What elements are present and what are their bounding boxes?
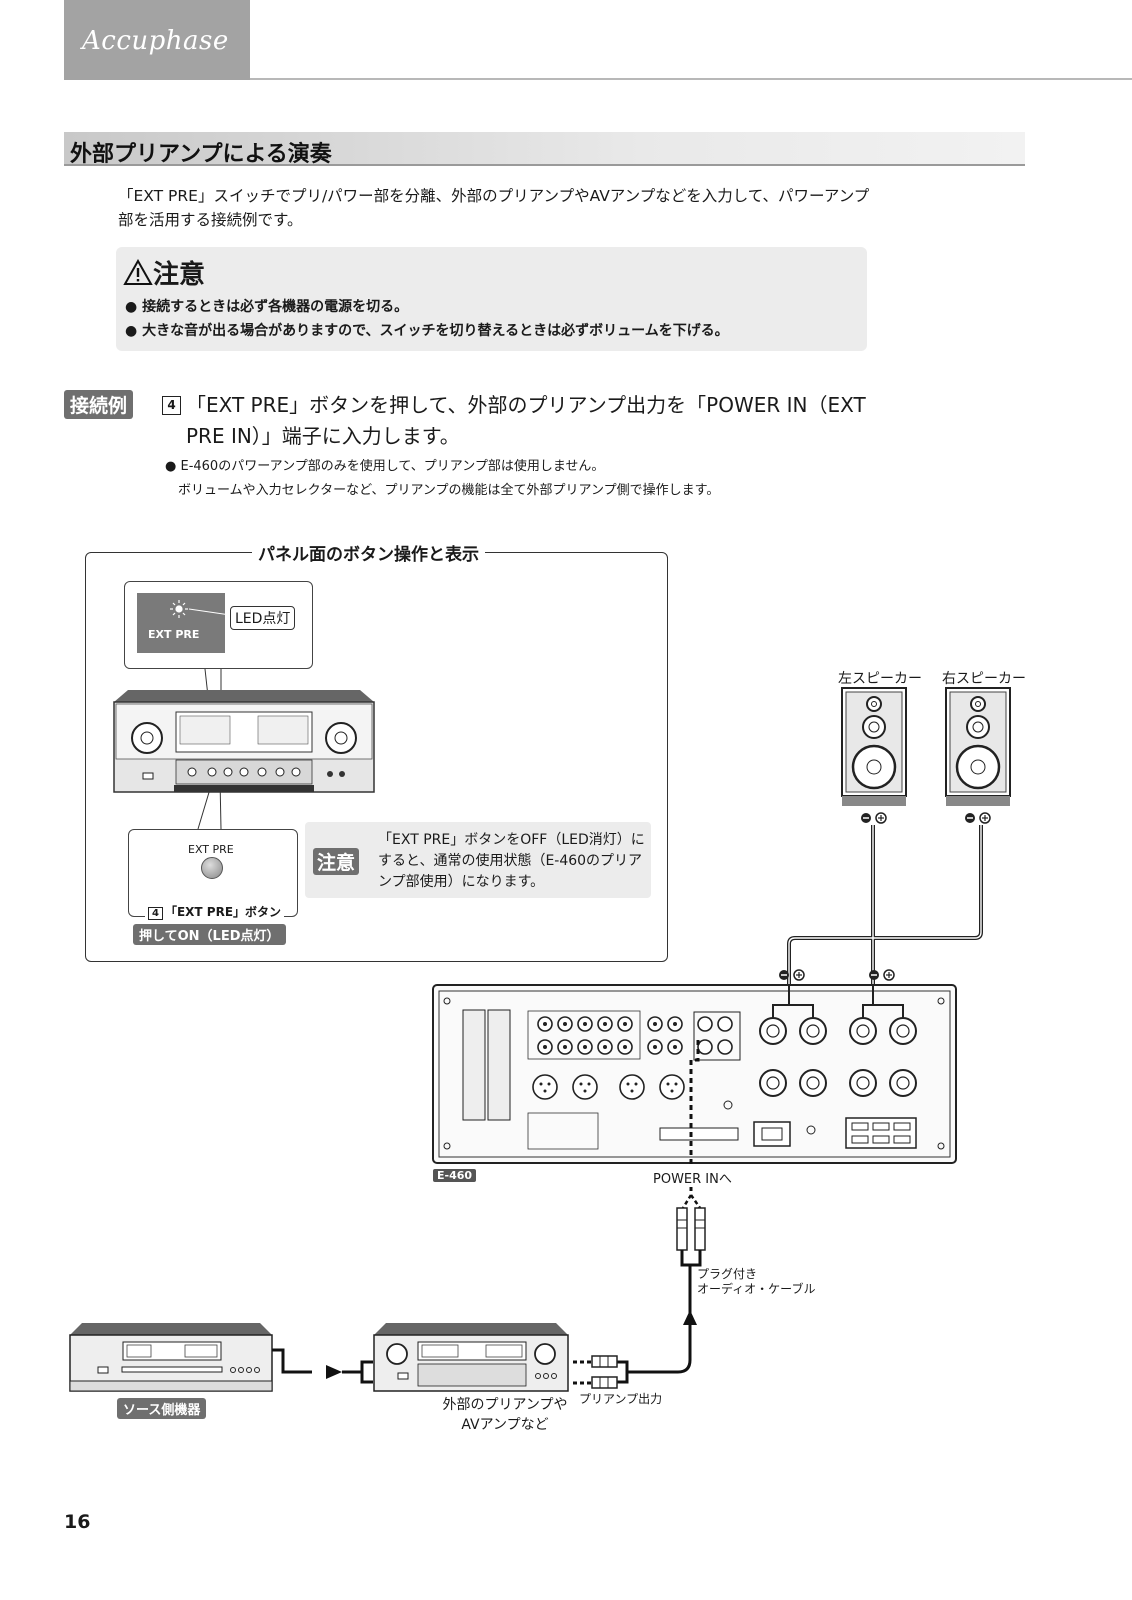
section-title: 外部プリアンプによる演奏	[70, 142, 332, 167]
step-note: ● E-460のパワーアンプ部のみを使用して、プリアンプ部は使用しません。	[165, 459, 605, 474]
step-heading: 「EXT PRE」ボタンを押して、外部のプリアンプ出力を「POWER IN（EX…	[186, 393, 866, 448]
panel-note-box	[305, 822, 651, 898]
caution-title: 注意	[123, 254, 205, 291]
external-preamp-label-line: AVアンプなど	[461, 1417, 549, 1433]
ext-pre-step-text: 「EXT PRE」ボタン	[164, 905, 282, 919]
external-preamp-label-line: 外部のプリアンプや	[442, 1397, 568, 1413]
cable-label-line: オーディオ・ケーブル	[697, 1282, 816, 1296]
pre-out-label: プリアンプ出力	[579, 1392, 663, 1406]
left-speaker-label: 左スピーカー	[838, 671, 922, 687]
ext-pre-led-label: EXT PRE	[148, 628, 200, 641]
example-badge: 接続例	[64, 390, 134, 419]
external-preamp	[373, 1323, 569, 1392]
ext-pre-button-caption: EXT PRE	[188, 843, 234, 856]
caution-box	[116, 247, 867, 351]
press-on-badge: 押してON（LED点灯）	[133, 924, 286, 945]
amp-rear-panel	[432, 984, 957, 1164]
right-speaker-label: 右スピーカー	[942, 671, 1026, 687]
step-number: 4	[162, 396, 181, 415]
right-speaker	[945, 687, 1011, 824]
step-number: 4	[148, 907, 163, 920]
page-number: 16	[64, 1511, 91, 1533]
power-in-label: POWER INへ	[651, 1168, 734, 1187]
ext-pre-button[interactable]	[201, 857, 223, 879]
source-device	[69, 1323, 273, 1392]
cable-label: プラグ付き オーディオ・ケーブル	[697, 1267, 815, 1297]
left-speaker	[841, 687, 907, 824]
intro-text: 「EXT PRE」スイッチでプリ/パワー部を分離、外部のプリアンプやAVアンプな…	[118, 187, 870, 229]
led-light-icon	[170, 600, 225, 618]
warning-icon	[123, 258, 153, 285]
step-note: ボリュームや入力セレクターなど、プリアンプの機能は全て外部プリアンプ側で操作しま…	[178, 483, 720, 498]
caution-title-text: 注意	[153, 260, 206, 290]
caution-item: ● 大きな音が出る場合がありますので、スイッチを切り替えるときは必ずボリュームを…	[125, 323, 729, 339]
header-rule	[250, 78, 1132, 80]
led-on-label: LED点灯	[230, 606, 296, 630]
cable-label-line: プラグ付き	[697, 1267, 758, 1281]
panel-note-badge: 注意	[313, 848, 360, 875]
ext-pre-step-label: 4「EXT PRE」ボタン	[145, 903, 285, 920]
section-title-bar	[64, 132, 1025, 166]
ext-pre-led-panel	[137, 593, 225, 653]
source-device-badge: ソース側機器	[117, 1398, 207, 1419]
rca-plugs-top	[676, 1207, 706, 1251]
caution-item: ● 接続するときは必ず各機器の電源を切る。	[125, 299, 409, 315]
panel-title: パネル面のボタン操作と表示	[252, 540, 485, 565]
panel-note-text: 「EXT PRE」ボタンをOFF（LED消灯）にすると、通常の使用状態（E-46…	[378, 832, 645, 890]
logo-block	[64, 0, 250, 80]
amp-front-panel	[113, 690, 375, 793]
external-preamp-label: 外部のプリアンプや AVアンプなど	[390, 1395, 620, 1435]
amp-model-badge: E-460	[433, 1169, 477, 1182]
brand-logo: Accuphase	[82, 26, 229, 56]
